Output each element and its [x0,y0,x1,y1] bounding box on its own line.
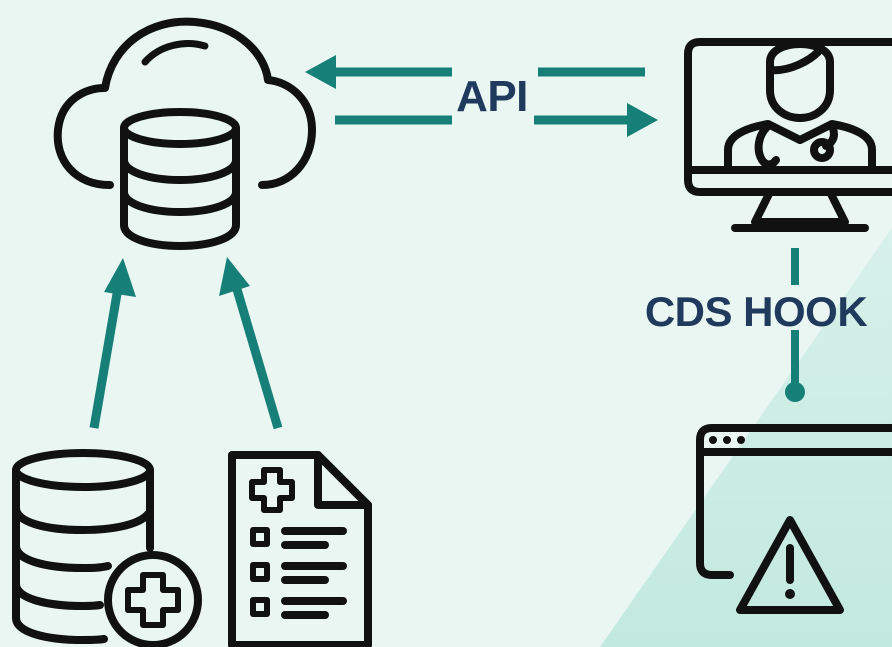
api-arrow-left [305,55,645,89]
medical-document-icon [228,451,372,647]
database-plus-icon [12,449,202,647]
api-arrow-right [335,103,658,137]
cds-hook-connector [785,248,805,402]
api-label: API [456,72,528,121]
doctor-monitor-icon [684,38,892,232]
upload-arrow-right [219,257,283,430]
warning-dot [785,589,795,599]
upload-arrow-left [89,258,136,429]
accent-triangle [600,228,892,647]
cds-hook-label: CDS HOOK [645,288,868,335]
browser-warning-icon [696,424,892,614]
window-dots [709,436,745,444]
cloud-database-icon [53,17,316,250]
